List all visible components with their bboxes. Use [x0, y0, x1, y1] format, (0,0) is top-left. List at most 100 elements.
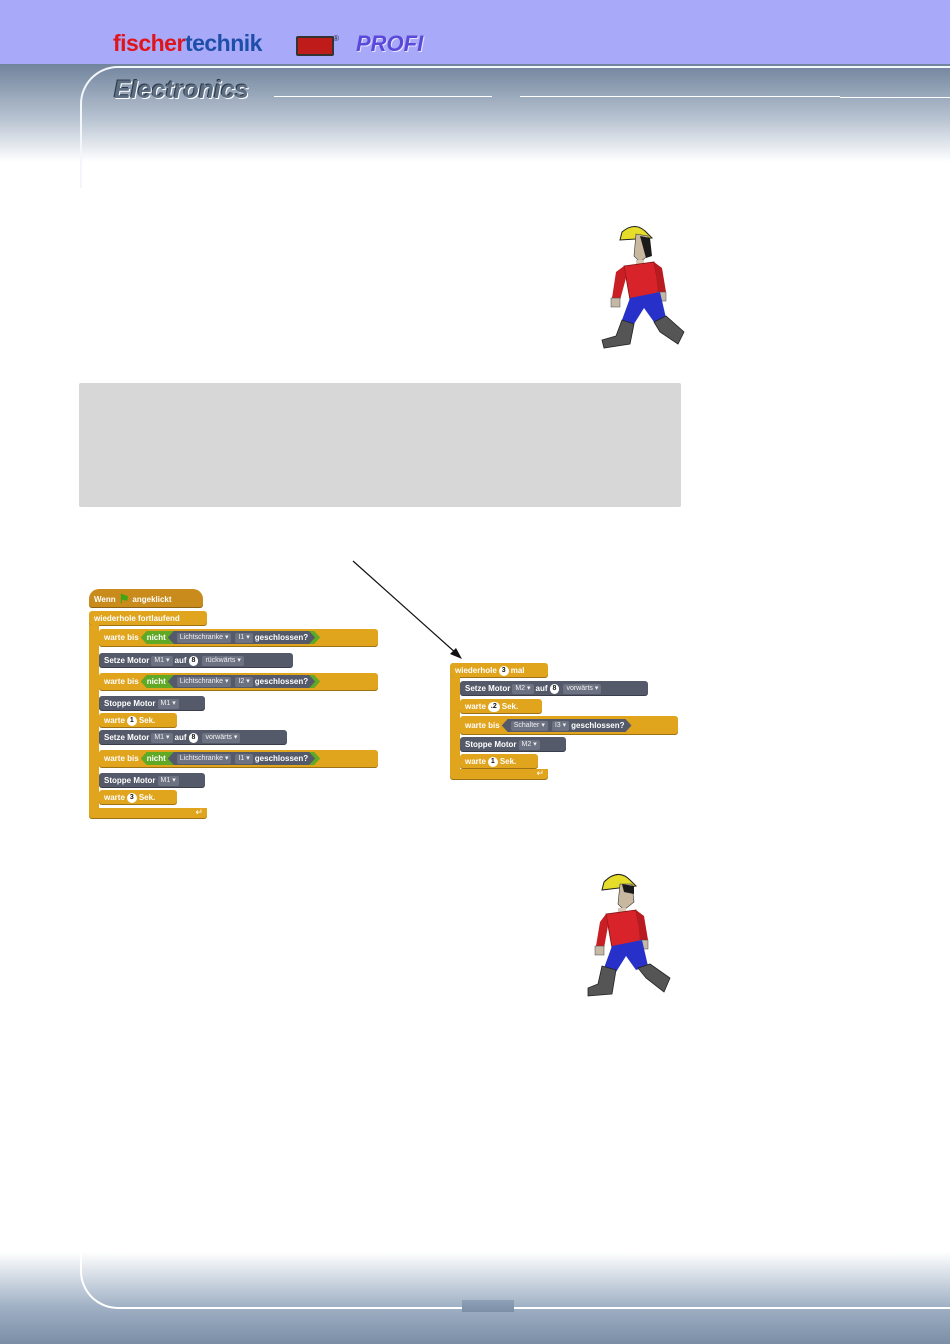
product-name: PROFI	[356, 31, 424, 56]
port-dropdown[interactable]: I1	[235, 633, 252, 643]
when-flag-clicked-block[interactable]: Wenn⚑angeklickt	[89, 589, 203, 608]
header-rule	[520, 96, 840, 97]
set-motor-block[interactable]: Setze MotorM1auf8vorwärts	[99, 730, 287, 745]
port-dropdown[interactable]: I1	[235, 754, 252, 764]
block-text: mal	[510, 666, 525, 675]
block-text: Sek.	[138, 716, 156, 725]
block-text: Stoppe Motor	[104, 699, 156, 708]
block-text: angeklickt	[132, 595, 172, 604]
forever-block[interactable]: wiederhole fortlaufend	[89, 611, 207, 626]
worker-icon	[601, 226, 685, 349]
wait-until-block[interactable]: warte bisnichtLichtschrankeI1geschlossen…	[99, 629, 378, 647]
block-text: geschlossen?	[254, 677, 309, 686]
motor-dropdown[interactable]: M2	[512, 684, 534, 694]
not-operator-block[interactable]: nichtLichtschrankeI2geschlossen?	[141, 675, 320, 688]
seconds-input[interactable]: .2	[487, 702, 500, 712]
loop-arrow-icon: ↵	[195, 807, 203, 817]
sensor-dropdown[interactable]: Lichtschranke	[177, 754, 232, 764]
script-main-loop[interactable]: Wenn⚑angeklickt wiederhole fortlaufend ↵…	[87, 589, 387, 824]
wait-until-block[interactable]: warte bisnichtLichtschrankeI1geschlossen…	[99, 750, 378, 768]
header-rule	[840, 97, 950, 98]
block-text: warte bis	[465, 721, 500, 730]
block-text: auf	[174, 656, 187, 665]
repeat-count-input[interactable]: 3	[498, 666, 509, 676]
worker-icon	[587, 874, 671, 997]
seconds-input[interactable]: 1	[126, 716, 137, 726]
header-frame-line	[80, 66, 950, 188]
block-text: nicht	[146, 633, 166, 642]
sensor-block[interactable]: LichtschrankeI1geschlossen?	[168, 631, 315, 644]
set-motor-block[interactable]: Setze MotorM1auf8rückwärts	[99, 653, 293, 668]
block-text: warte	[465, 757, 486, 766]
forever-block-end: ↵	[89, 807, 207, 819]
block-text: warte bis	[104, 677, 139, 686]
block-text: Sek.	[501, 702, 519, 711]
block-text: warte	[465, 702, 486, 711]
block-text: Sek.	[499, 757, 517, 766]
block-text: geschlossen?	[254, 633, 309, 642]
loop-arrow-icon: ↵	[536, 768, 544, 778]
block-text: Sek.	[138, 793, 156, 802]
brand-logo: fischertechnik	[113, 30, 262, 57]
set-motor-block[interactable]: Setze MotorM2auf8vorwärts	[460, 681, 648, 696]
repeat-block-arm	[450, 677, 460, 769]
block-text: Wenn	[94, 595, 116, 604]
block-text: Setze Motor	[104, 656, 150, 665]
motor-dropdown[interactable]: M1	[157, 776, 179, 786]
block-text: geschlossen?	[571, 721, 625, 730]
direction-dropdown[interactable]: vorwärts	[202, 733, 241, 743]
sensor-dropdown[interactable]: Lichtschranke	[177, 677, 232, 687]
block-text: nicht	[146, 677, 166, 686]
motor-dropdown[interactable]: M1	[151, 656, 173, 666]
block-text: nicht	[146, 754, 166, 763]
seconds-input[interactable]: 3	[126, 793, 137, 803]
wait-until-block[interactable]: warte bis Schalter I3geschlossen?	[460, 716, 678, 735]
block-text: wiederhole	[455, 666, 497, 675]
motor-dropdown[interactable]: M2	[518, 740, 540, 750]
arrow-head-icon	[450, 648, 462, 659]
header-rule	[274, 96, 492, 97]
block-text: Setze Motor	[465, 684, 511, 693]
block-text: Stoppe Motor	[465, 740, 517, 749]
speed-input[interactable]: 8	[188, 733, 199, 743]
wait-until-block[interactable]: warte bisnichtLichtschrankeI2geschlossen…	[99, 673, 378, 691]
seconds-input[interactable]: 1	[487, 757, 498, 767]
motor-dropdown[interactable]: M1	[151, 733, 173, 743]
motor-dropdown[interactable]: M1	[157, 699, 179, 709]
section-band	[0, 64, 950, 162]
block-text: auf	[535, 684, 548, 693]
header-band	[0, 0, 950, 64]
speed-input[interactable]: 8	[188, 656, 199, 666]
brand-name-part1: fischer	[113, 30, 185, 56]
block-text: geschlossen?	[254, 754, 309, 763]
port-dropdown[interactable]: I2	[235, 677, 252, 687]
registered-mark: ®	[333, 34, 339, 43]
speed-input[interactable]: 8	[549, 684, 560, 694]
sensor-block[interactable]: LichtschrankeI2geschlossen?	[168, 675, 315, 688]
direction-dropdown[interactable]: rückwärts	[202, 656, 244, 666]
direction-dropdown[interactable]: vorwärts	[563, 684, 602, 694]
port-dropdown[interactable]: I3	[552, 721, 569, 731]
sensor-block[interactable]: LichtschrankeI1geschlossen?	[168, 752, 315, 765]
block-text: Setze Motor	[104, 733, 150, 742]
info-box	[79, 383, 681, 507]
block-text: Stoppe Motor	[104, 776, 156, 785]
section-title: Electronics	[114, 76, 249, 104]
switch-sensor-block[interactable]: Schalter I3geschlossen?	[502, 719, 632, 732]
block-text: warte	[104, 716, 125, 725]
brand-name-part2: technik	[184, 30, 263, 56]
sensor-dropdown[interactable]: Schalter	[511, 721, 548, 731]
not-operator-block[interactable]: nichtLichtschrankeI1geschlossen?	[141, 752, 320, 765]
not-operator-block[interactable]: nichtLichtschrankeI1geschlossen?	[141, 631, 320, 644]
sensor-dropdown[interactable]: Lichtschranke	[177, 633, 232, 643]
